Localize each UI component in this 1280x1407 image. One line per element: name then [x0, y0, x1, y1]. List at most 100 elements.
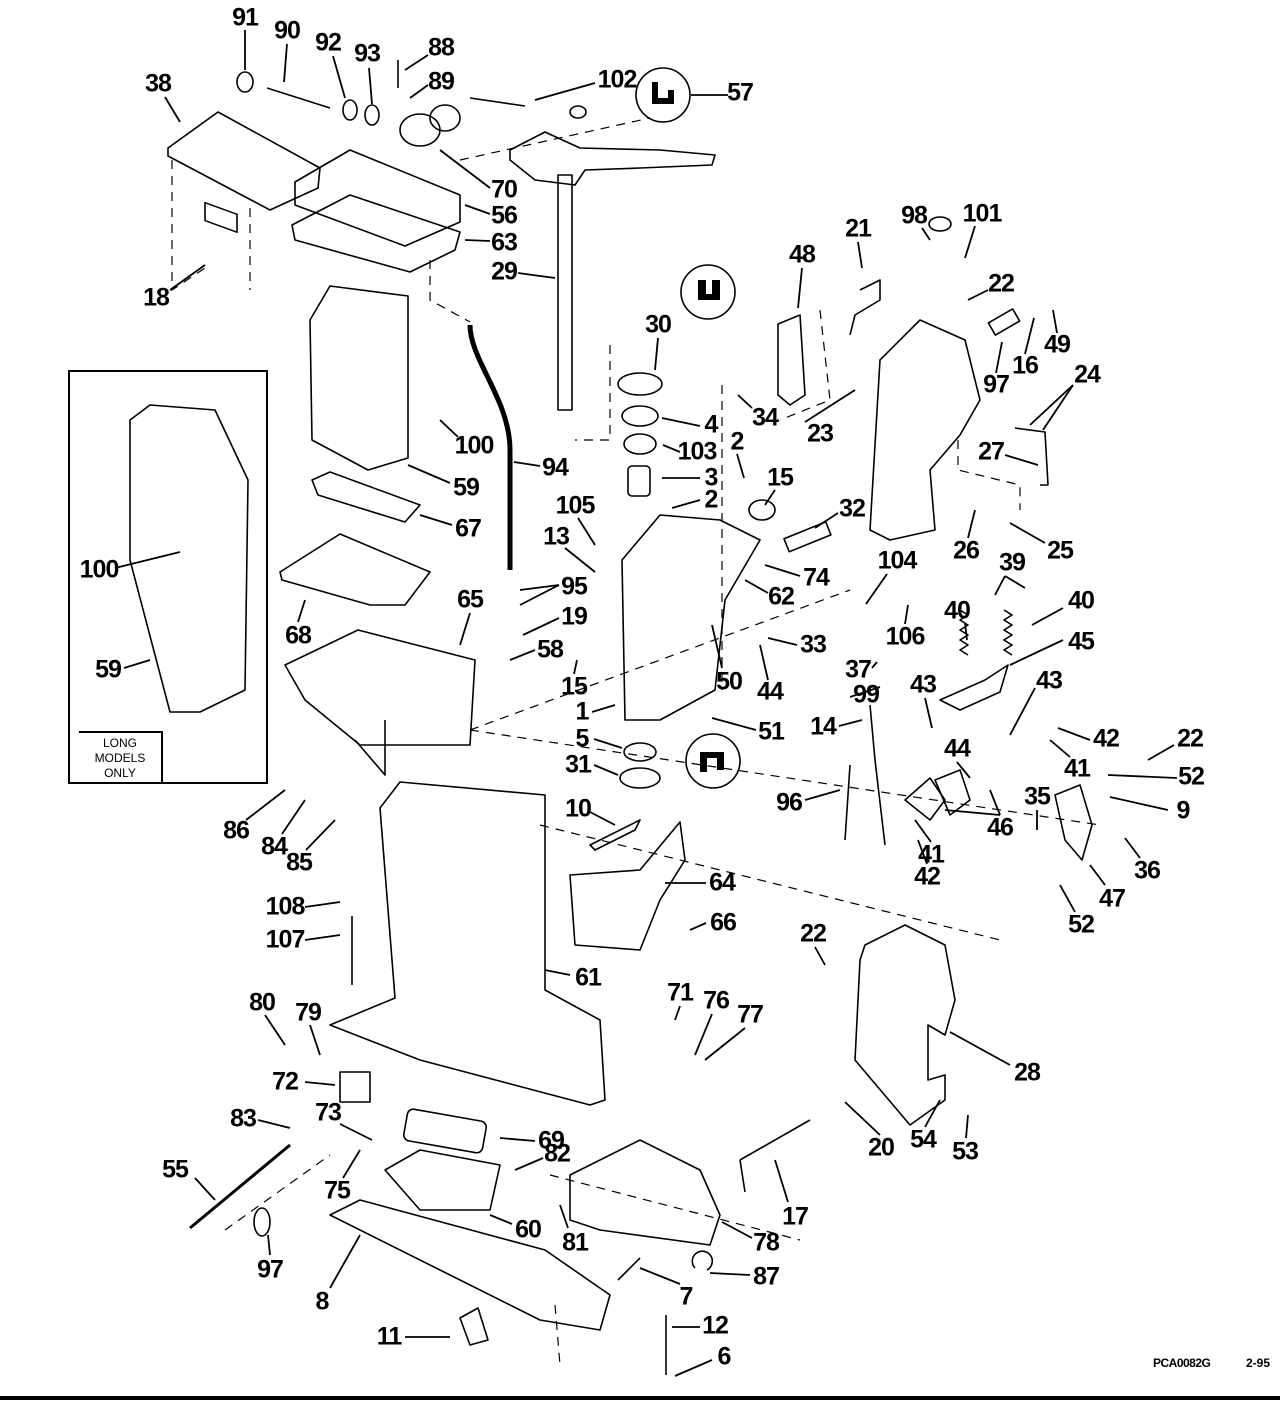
- callout-83: 83: [230, 1104, 257, 1133]
- part-29-shaft: [557, 174, 573, 411]
- callout-41: 41: [918, 840, 945, 869]
- callout-76: 76: [703, 986, 730, 1015]
- callout-49: 49: [1044, 330, 1071, 359]
- callout-33: 33: [800, 630, 827, 659]
- symbol-glyph-57: [652, 82, 674, 104]
- part-55-rod: [189, 1143, 291, 1230]
- callout-37: 37: [845, 655, 872, 684]
- callout-59: 59: [453, 473, 480, 502]
- callout-18: 18: [143, 283, 170, 312]
- part-72-block: [339, 1071, 371, 1103]
- callout-40: 40: [1068, 586, 1095, 615]
- lubricant-symbol-30: [680, 264, 736, 320]
- part-68-plate: [279, 533, 431, 606]
- callout-64: 64: [709, 868, 736, 897]
- callout-74: 74: [803, 563, 830, 592]
- callout-66: 66: [710, 908, 737, 937]
- callout-97: 97: [257, 1255, 284, 1284]
- drawing-code: PCA0082G: [1153, 1356, 1211, 1370]
- callout-23: 23: [807, 419, 834, 448]
- callout-98: 98: [901, 201, 928, 230]
- part-97-pin: [987, 308, 1021, 336]
- callout-96: 96: [776, 788, 803, 817]
- long-models-note-line: ONLY: [104, 765, 136, 780]
- long-models-note: LONG MODELS ONLY: [79, 731, 163, 783]
- callout-80: 80: [249, 988, 276, 1017]
- callout-14: 14: [810, 712, 837, 741]
- part-7-screw: [617, 1257, 641, 1281]
- callout-71: 71: [667, 978, 694, 1007]
- part-91-washer: [236, 71, 254, 93]
- callout-10: 10: [565, 794, 592, 823]
- callout-46: 46: [987, 813, 1014, 842]
- part-65-bracket: [354, 720, 386, 776]
- callout-70: 70: [491, 175, 518, 204]
- long-models-note-line: MODELS: [94, 750, 146, 765]
- callout-28: 28: [1014, 1058, 1041, 1087]
- part-24-knob: [1014, 427, 1049, 486]
- callout-45: 45: [1068, 627, 1095, 656]
- callout-32: 32: [839, 494, 866, 523]
- symbol-glyph-5: [700, 752, 724, 772]
- callout-57: 57: [727, 78, 754, 107]
- callout-41: 41: [1064, 754, 1091, 783]
- part-103-seal: [623, 433, 657, 455]
- part-57-grommet: [569, 105, 587, 119]
- callout-85: 85: [286, 848, 313, 877]
- callout-86: 86: [223, 816, 250, 845]
- callout-26: 26: [953, 536, 980, 565]
- callout-102: 102: [597, 65, 638, 94]
- callout-42: 42: [914, 862, 941, 891]
- part-98-plate: [928, 216, 952, 232]
- callout-36: 36: [1134, 856, 1161, 885]
- callout-44: 44: [944, 734, 971, 763]
- long-models-note-line: LONG: [102, 735, 137, 750]
- part-29-steering-arm: [509, 131, 716, 186]
- callout-43: 43: [1036, 666, 1063, 695]
- callout-42: 42: [1093, 724, 1120, 753]
- part-30-washer: [617, 372, 663, 396]
- callout-17: 17: [782, 1202, 809, 1231]
- callout-20: 20: [868, 1133, 895, 1162]
- part-15-washer: [748, 499, 776, 521]
- callout-65: 65: [457, 585, 484, 614]
- part-70-mount-b: [429, 104, 461, 132]
- part-38-window: [204, 201, 238, 234]
- part-5-bushing: [623, 742, 657, 762]
- part-102-link: [469, 97, 526, 107]
- callout-108: 108: [265, 892, 306, 921]
- callout-40: 40: [944, 596, 971, 625]
- callout-89: 89: [428, 67, 455, 96]
- part-97-pin-lower: [253, 1207, 271, 1237]
- callout-55: 55: [162, 1155, 189, 1184]
- callout-68: 68: [285, 621, 312, 650]
- callout-12: 12: [702, 1311, 729, 1340]
- callout-97: 97: [983, 370, 1010, 399]
- callout-95: 95: [561, 572, 588, 601]
- callout-63: 63: [491, 228, 518, 257]
- callout-60: 60: [515, 1215, 542, 1244]
- bottom-rule: [0, 1396, 1280, 1400]
- part-70-mount: [399, 113, 441, 147]
- callout-81: 81: [562, 1228, 589, 1257]
- inset-housing-59: [129, 404, 249, 713]
- callout-15: 15: [767, 463, 794, 492]
- callout-61: 61: [575, 963, 602, 992]
- part-93-washer: [364, 104, 380, 126]
- callout-67: 67: [455, 514, 482, 543]
- callout-73: 73: [315, 1098, 342, 1127]
- callout-72: 72: [272, 1067, 299, 1096]
- callout-78: 78: [753, 1228, 780, 1257]
- sealant-symbol-5: [685, 733, 741, 789]
- callout-3: 3: [704, 463, 719, 492]
- callout-13: 13: [543, 522, 570, 551]
- part-48-lever: [777, 314, 806, 406]
- callout-29: 29: [491, 257, 518, 286]
- part-94-tube: [467, 324, 513, 570]
- callout-21: 21: [845, 214, 872, 243]
- part-78-cradle: [569, 1139, 721, 1246]
- callout-39: 39: [999, 548, 1026, 577]
- callout-91: 91: [232, 3, 259, 32]
- part-64-cover: [569, 821, 686, 951]
- callout-53: 53: [952, 1137, 979, 1166]
